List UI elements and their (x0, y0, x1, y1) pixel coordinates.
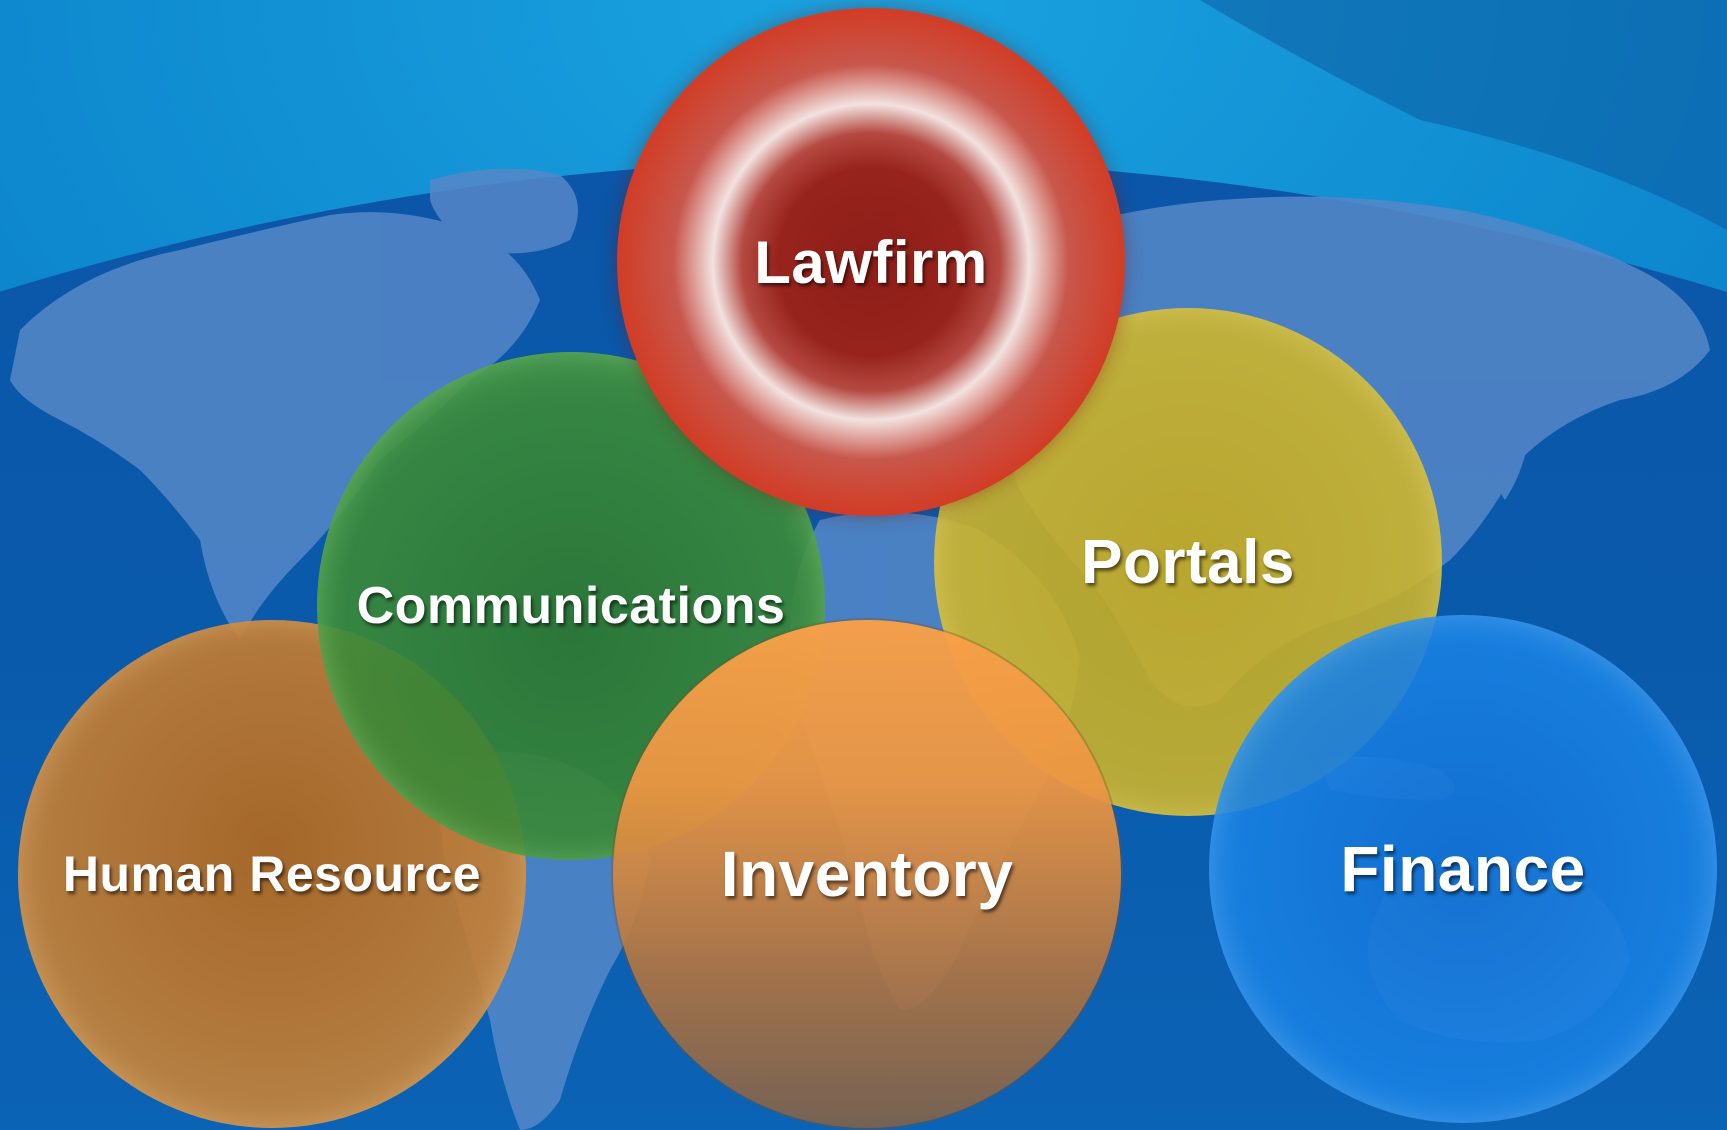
portals-label: Portals (1081, 527, 1295, 597)
lawfirm-label: Lawfirm (754, 228, 988, 296)
inventory-label: Inventory (720, 838, 1014, 910)
north-america-shape (10, 212, 540, 640)
communications-label: Communications (356, 577, 786, 635)
human-resource-label: Human Resource (62, 846, 482, 902)
japan-shape (1493, 412, 1530, 500)
inventory-bubble[interactable]: Inventory (613, 620, 1121, 1128)
top-right-shadow (1200, 0, 1727, 230)
lawfirm-bubble[interactable]: Lawfirm (617, 8, 1125, 516)
finance-label: Finance (1340, 833, 1586, 905)
finance-bubble[interactable]: Finance (1209, 615, 1717, 1123)
greenland-shape (430, 168, 578, 254)
